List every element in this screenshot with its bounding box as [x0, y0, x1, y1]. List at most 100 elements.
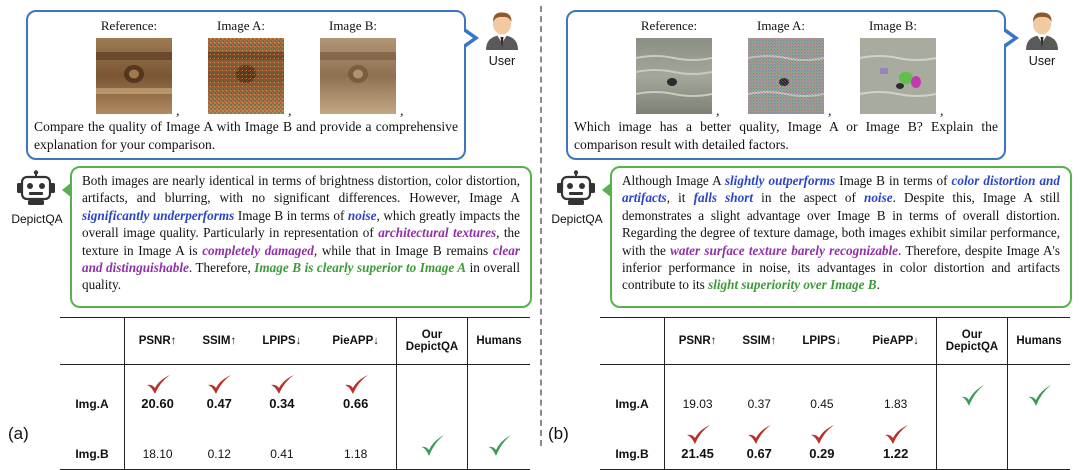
- cell-lpips: 0.29: [788, 417, 855, 470]
- robot-icon: [16, 170, 56, 206]
- comma: ,: [288, 104, 292, 119]
- panel-label: (b): [548, 424, 569, 443]
- table-row: Img.B 21.45 0.67 0.29 1.22: [600, 417, 1070, 470]
- user-label: User: [1028, 54, 1056, 68]
- cell-pieapp: 1.83: [884, 397, 908, 411]
- image-a: [748, 38, 824, 114]
- check-mark-icon: [883, 424, 909, 446]
- header-ssim: SSIM↑: [730, 317, 789, 365]
- thumb-label: Image B:: [328, 18, 377, 33]
- cell-pieapp: 1.22: [855, 417, 936, 470]
- header-empty: [60, 317, 125, 365]
- emphasis-green: Image B is clearly superior to Image A: [254, 260, 467, 276]
- check-mark-icon: [145, 374, 171, 396]
- header-humans: Humans: [467, 317, 530, 365]
- comma: ,: [176, 104, 180, 119]
- cell-lpips: 0.41: [270, 447, 294, 461]
- cell-humans: [467, 417, 530, 470]
- panel-b: Reference: , Image A:: [540, 0, 1080, 470]
- image-thumbnails: Reference: , Image A:: [84, 18, 424, 119]
- table-row: Img.B 18.10 0.12 0.41 1.18: [60, 417, 530, 470]
- check-mark-icon: [685, 424, 711, 446]
- image-b: [860, 38, 936, 114]
- cell-ssim: 0.67: [730, 417, 788, 470]
- image-a: [208, 38, 284, 114]
- emphasis-purple: architectural textures: [378, 225, 497, 241]
- cell-depictqa: [396, 364, 468, 417]
- emphasis-blue: noise: [864, 190, 893, 206]
- answer-text: Both images are nearly identical in term…: [82, 173, 520, 293]
- check-mark-icon: [959, 384, 985, 408]
- check-mark-icon: [1026, 384, 1052, 408]
- emphasis-blue: noise: [347, 207, 377, 223]
- check-mark-icon: [419, 434, 445, 458]
- cell-depictqa: [396, 417, 468, 470]
- cell-humans: [467, 364, 530, 417]
- row-label: Img.A: [75, 397, 109, 411]
- depictqa-label: DepictQA: [11, 212, 63, 226]
- depictqa-answer-box: Although Image A slightly outperforms Im…: [610, 166, 1072, 308]
- cell-psnr: 19.03: [664, 364, 731, 417]
- emphasis-blue: significantly underperforms: [82, 207, 235, 223]
- thumb-label: Image A:: [216, 18, 265, 33]
- thumb-label: Image A:: [756, 18, 805, 33]
- image-b: [320, 38, 396, 114]
- header-lpips: LPIPS↓: [248, 317, 316, 365]
- check-mark-icon: [206, 374, 232, 396]
- image-thumbnails: Reference: , Image A:: [624, 18, 964, 119]
- speech-tail-inner: [1003, 31, 1013, 45]
- cell-pieapp: 0.66: [315, 365, 396, 418]
- check-mark-icon: [343, 374, 369, 396]
- user-question: Compare the quality of Image A with Imag…: [34, 119, 458, 152]
- header-ssim: SSIM↑: [190, 317, 249, 365]
- cell-ssim: 0.47: [190, 365, 248, 418]
- cell-pieapp: 1.18: [344, 447, 368, 461]
- cell-ssim: 0.37: [747, 397, 771, 411]
- header-psnr: PSNR↑: [124, 317, 191, 365]
- comma: ,: [716, 104, 720, 119]
- emphasis-blue: slightly outperforms: [724, 173, 836, 188]
- cell-humans: [1007, 417, 1070, 470]
- header-empty: [600, 317, 665, 365]
- cell-psnr: 20.60: [124, 364, 191, 417]
- answer-text: Although Image A slightly outperforms Im…: [622, 173, 1060, 293]
- speech-tail-inner: [463, 31, 473, 45]
- user-query-box: Reference: , Image A:: [566, 10, 1006, 160]
- cell-psnr: 21.45: [664, 417, 731, 470]
- table-row: Img.A 19.03 0.37 0.45 1.83: [600, 364, 1070, 417]
- header-psnr: PSNR↑: [664, 317, 731, 365]
- answer-tail: [602, 182, 612, 198]
- check-mark-icon: [269, 374, 295, 396]
- user-avatar-icon: [484, 10, 520, 50]
- emphasis-purple: water surface texture barely recognizabl…: [670, 242, 899, 258]
- user-query-box: Reference: , Image A:: [26, 10, 466, 160]
- header-pieapp: PieAPP↓: [315, 317, 397, 365]
- cell-lpips: 0.34: [248, 365, 315, 418]
- check-mark-icon: [809, 424, 835, 446]
- emphasis-green: slight superiority over Image B: [708, 277, 877, 293]
- comma: ,: [400, 104, 404, 119]
- emphasis-purple: completely damaged: [202, 242, 314, 258]
- reference-image: [96, 38, 172, 114]
- cell-humans: [1007, 364, 1070, 417]
- thumb-label: Reference:: [640, 18, 698, 33]
- panel-a: Reference: , Image A:: [0, 0, 540, 470]
- cell-lpips: 0.45: [810, 397, 834, 411]
- panel-divider: [540, 6, 542, 446]
- cell-depictqa: [936, 364, 1008, 417]
- header-humans: Humans: [1007, 317, 1070, 365]
- depictqa-label: DepictQA: [551, 212, 603, 226]
- row-label: Img.A: [615, 397, 649, 411]
- thumb-label: Reference:: [100, 18, 158, 33]
- table-row: Img.A 20.60 0.47 0.34 0.66: [60, 364, 530, 418]
- emphasis-blue: falls short: [693, 190, 754, 206]
- cell-depictqa: [936, 417, 1008, 470]
- emphasis-purple: clear and distinguishable: [82, 242, 520, 276]
- header-lpips: LPIPS↓: [788, 317, 856, 365]
- user-label: User: [488, 54, 516, 68]
